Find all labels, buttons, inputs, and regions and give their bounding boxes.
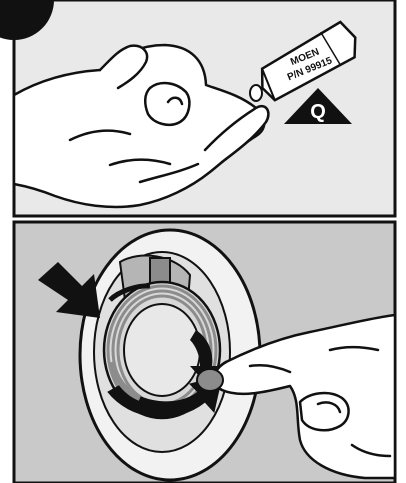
lubricant-drop (250, 85, 262, 101)
lubricant-on-fingertip (197, 369, 223, 391)
callout-letter: Q (310, 101, 326, 123)
